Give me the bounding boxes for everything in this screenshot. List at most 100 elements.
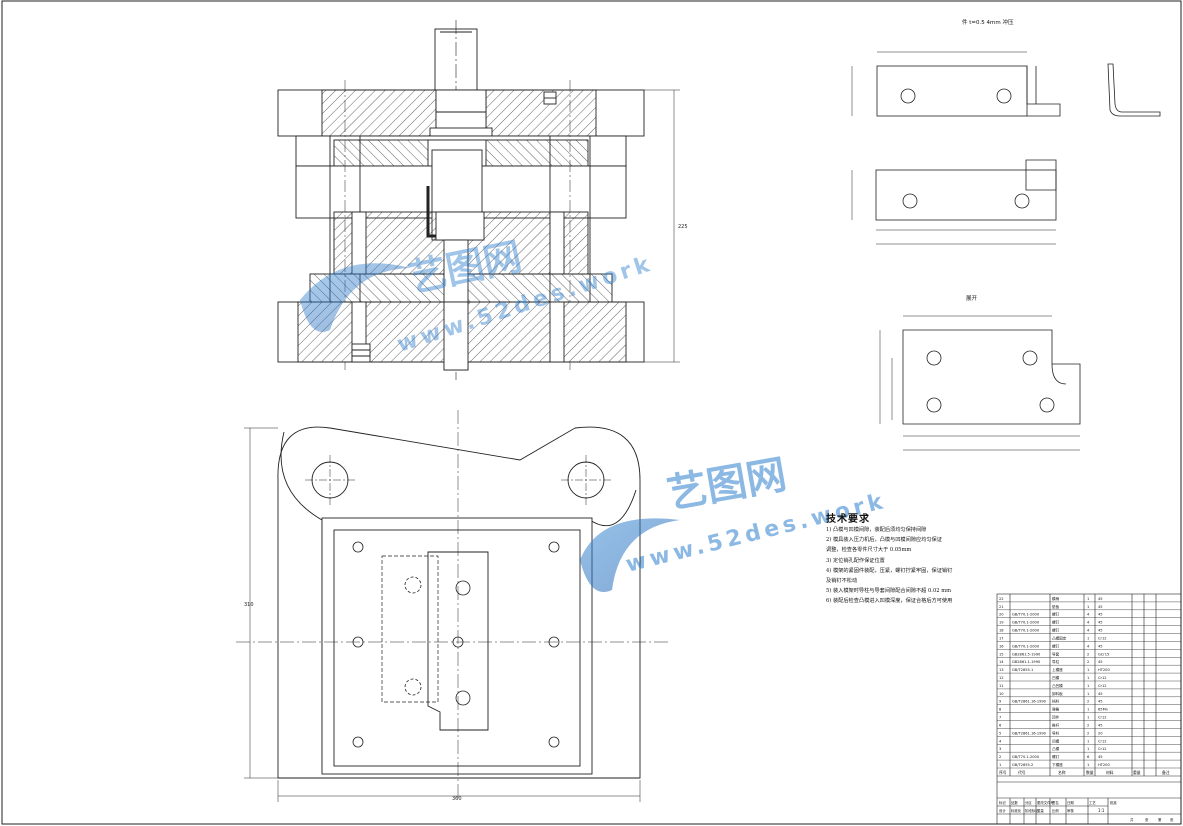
parts-cell-name: 凸凹模	[1052, 683, 1063, 688]
parts-cell-name: 顶件	[1052, 715, 1060, 720]
parts-cell-qty: 1	[1087, 684, 1089, 688]
parts-cell-no: 6	[999, 723, 1002, 727]
parts-cell-name: 垫板	[1052, 604, 1060, 609]
parts-cell-qty: 1	[1087, 739, 1089, 743]
parts-cell-no: 7	[999, 716, 1001, 720]
parts-cell-name: 凸模固定	[1052, 635, 1067, 640]
parts-cell-material: Cr12	[1098, 747, 1107, 751]
title-block-label: 共	[1130, 817, 1134, 822]
title-block-label: 签名	[1052, 800, 1059, 805]
parts-cell-name: 下模座	[1052, 762, 1063, 767]
title-block-label: 第	[1158, 817, 1162, 822]
title-block-label: 日期	[1067, 800, 1074, 805]
parts-cell-standard: GB/T70.1-2000	[1012, 613, 1040, 617]
parts-cell-material: 45	[1098, 621, 1103, 625]
parts-cell-material: HT200	[1098, 668, 1110, 672]
parts-cell-no: 8	[999, 708, 1002, 712]
requirement-item: 5) 装入模架时导柱与导套间隙配合间隙不超 0.02 mm	[826, 588, 952, 595]
technical-requirements-title: 技术要求	[826, 514, 870, 525]
title-block-label: 设计	[999, 808, 1006, 813]
parts-header-remark: 备注	[1162, 770, 1170, 775]
parts-cell-no: 1	[999, 763, 1001, 767]
parts-cell-name: 挡料	[1052, 699, 1060, 704]
parts-cell-no: 5	[999, 731, 1001, 735]
parts-cell-no: 21	[999, 605, 1004, 609]
parts-cell-name: 导套	[1052, 651, 1060, 656]
parts-cell-no: 4	[999, 739, 1002, 743]
parts-cell-material: 45	[1098, 755, 1103, 759]
parts-cell-material: 45	[1098, 692, 1103, 696]
parts-cell-no: 11	[999, 684, 1004, 688]
parts-cell-qty: 4	[1087, 613, 1090, 617]
parts-cell-qty: 2	[1087, 652, 1089, 656]
parts-cell-name: 导柱	[1052, 659, 1060, 664]
parts-cell-name: 凹模	[1052, 675, 1060, 680]
parts-cell-no: 17	[999, 636, 1004, 640]
title-block-label: 批准	[1110, 800, 1117, 805]
parts-cell-standard: GB/T2855.1	[1012, 668, 1033, 672]
title-block-label: 更改文件号	[1037, 800, 1055, 805]
parts-cell-no: 20	[999, 613, 1004, 617]
parts-cell-standard: GB2861.1-1990	[1012, 660, 1041, 664]
parts-cell-standard: GB/T2855.2	[1012, 763, 1033, 767]
parts-cell-material: 45	[1098, 723, 1103, 727]
parts-cell-qty: 1	[1087, 597, 1089, 601]
technical-requirements: 技术要求 1) 凸模与凹模间隙，装配后须均匀保持间隙 2) 模具装入压力机后，凸…	[826, 510, 996, 607]
title-block-label: 张	[1145, 817, 1149, 822]
parts-cell-name: 螺钉	[1052, 628, 1060, 633]
parts-cell-name: 推杆	[1052, 722, 1060, 727]
parts-cell-standard: GB2861.5-1990	[1012, 652, 1041, 656]
title-block-label: 重量	[1037, 808, 1044, 813]
watermark-brand-bottom: 艺图网	[664, 452, 790, 518]
parts-cell-no: 3	[999, 747, 1001, 751]
parts-cell-name: 螺钉	[1052, 754, 1060, 759]
parts-cell-qty: 1	[1087, 605, 1089, 609]
parts-cell-qty: 4	[1087, 621, 1090, 625]
svg-text:225: 225	[678, 224, 688, 230]
parts-cell-qty: 1	[1087, 668, 1089, 672]
parts-cell-qty: 1	[1087, 716, 1089, 720]
parts-cell-name: 弹簧	[1052, 707, 1060, 712]
parts-cell-name: 上模座	[1052, 667, 1063, 672]
parts-cell-standard: GB/T2861.16-1990	[1012, 731, 1047, 735]
parts-cell-name: 螺钉	[1052, 643, 1060, 648]
parts-header-material: 材料	[1106, 770, 1114, 775]
parts-cell-qty: 2	[1087, 731, 1089, 735]
requirement-item: 2) 模具装入压力机后，凸模与凹模间隙应均匀保证	[826, 537, 942, 544]
unfold-label: 展开	[966, 295, 978, 302]
technical-requirements-list: 1) 凸模与凹模间隙，装配后须均匀保持间隙 2) 模具装入压力机后，凸模与凹模间…	[826, 525, 996, 607]
parts-cell-standard: GB/T70.1-2000	[1012, 629, 1040, 633]
title-block-label: 标准化	[1011, 808, 1022, 813]
parts-cell-no: 10	[999, 692, 1004, 696]
part-views	[851, 51, 1161, 451]
parts-cell-material: 45	[1098, 644, 1103, 648]
parts-cell-no: 2	[999, 755, 1001, 759]
title-block-label: 处数	[1011, 800, 1018, 805]
requirement-item: 1) 凸模与凹模间隙，装配后须均匀保持间隙	[826, 527, 927, 533]
parts-cell-material: Cr12	[1098, 676, 1107, 680]
requirement-item: 及销钉不松动	[826, 578, 858, 585]
parts-cell-qty: 1	[1087, 747, 1089, 751]
parts-cell-name: 凸模	[1052, 746, 1060, 751]
title-block-label: 比例	[1052, 808, 1059, 813]
parts-cell-no: 14	[999, 660, 1004, 664]
parts-cell-material: 45	[1098, 660, 1103, 664]
requirement-item: 6) 装配后检查凸模进入凹模深度，保证合格后方可使用	[826, 598, 953, 605]
parts-cell-no: 9	[999, 700, 1002, 704]
requirement-item: 4) 模架的紧固件装配，压紧，螺钉拧紧牢固，保证销钉	[826, 567, 953, 574]
parts-cell-standard: GB/T70.1-2000	[1012, 755, 1040, 759]
parts-cell-material: HT200	[1098, 763, 1110, 767]
parts-cell-qty: 2	[1087, 723, 1089, 727]
parts-header-name: 名称	[1058, 770, 1066, 775]
parts-cell-standard: GB/T70.1-2000	[1012, 644, 1040, 648]
parts-cell-no: 22	[999, 597, 1004, 601]
parts-header-no: 序号	[999, 770, 1007, 775]
parts-header-weight: 重量	[1133, 770, 1141, 775]
parts-cell-material: 20	[1098, 731, 1103, 735]
title-block-label: 工艺	[1089, 800, 1096, 805]
title-block-label: 阶段标记	[1025, 808, 1039, 813]
parts-cell-standard: GB/T70.1-2000	[1012, 621, 1040, 625]
parts-cell-qty: 1	[1087, 708, 1089, 712]
